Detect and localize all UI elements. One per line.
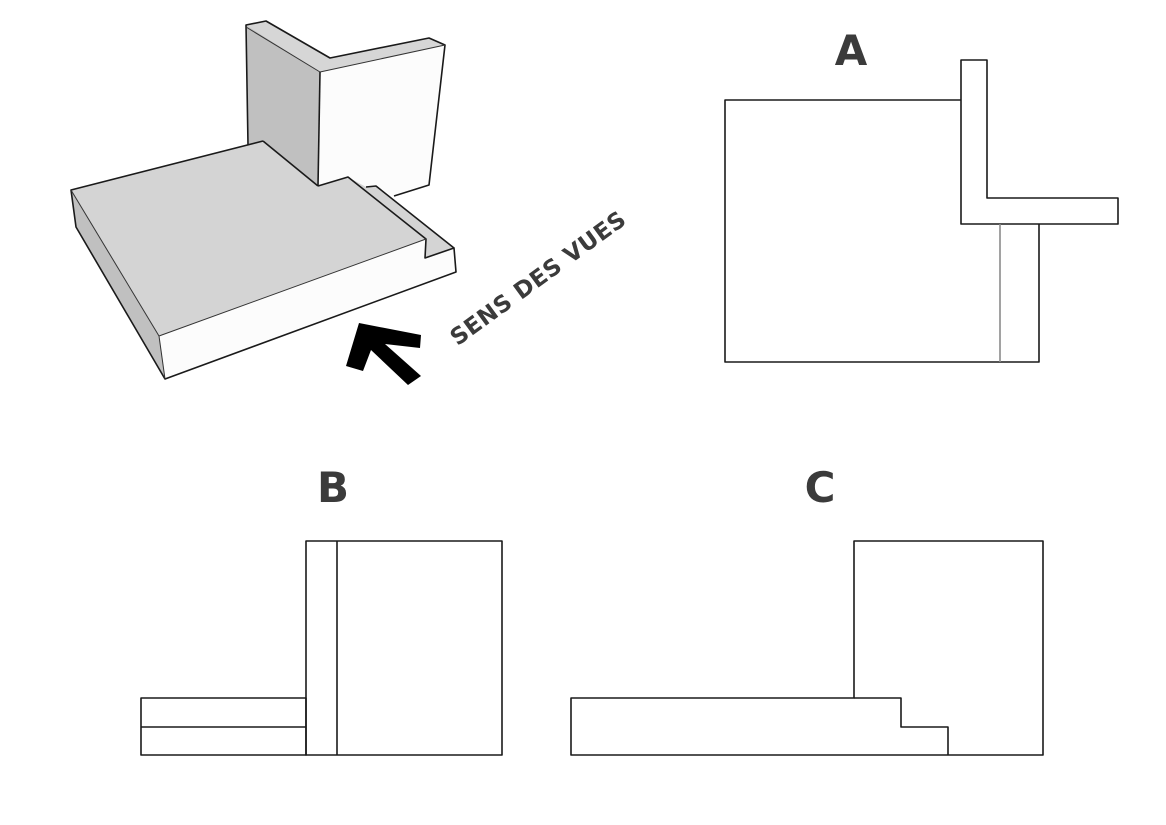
- view-a: A: [724, 26, 1119, 363]
- view-a-main-outline: [724, 99, 1040, 363]
- base-top-face: [71, 141, 426, 336]
- wall-top-edge: [245, 26, 321, 73]
- view-c-label: C: [805, 463, 836, 512]
- wall-side-face: [246, 25, 320, 186]
- wall-front-top-edge: [319, 44, 446, 73]
- view-c: C: [570, 463, 1044, 756]
- wall-top-face: [246, 21, 445, 72]
- view-b-wall: [305, 540, 503, 756]
- wall-base-edge: [262, 140, 319, 187]
- arrow-up-left-icon: [346, 323, 421, 385]
- ledge-back-edge: [365, 185, 455, 249]
- wall-outline: [245, 20, 446, 197]
- base-front-top-edge: [158, 238, 427, 337]
- wall-corner-edge: [317, 71, 321, 187]
- base-front-corner-edge: [158, 335, 166, 380]
- base-side-face: [71, 190, 165, 379]
- wall-front-face: [318, 45, 445, 196]
- isometric-object: [70, 20, 457, 380]
- base-side-top-edge: [70, 189, 160, 337]
- view-b-label: B: [317, 463, 349, 512]
- view-c-step: [854, 697, 949, 755]
- base-outline: [70, 140, 457, 380]
- view-b: B: [140, 463, 503, 756]
- view-a-label: A: [835, 26, 868, 75]
- base-front-face: [159, 239, 456, 379]
- direction-label: SENS DES VUES: [446, 206, 632, 351]
- view-a-l-shape: [960, 59, 1119, 225]
- view-c-outline: [570, 540, 1044, 756]
